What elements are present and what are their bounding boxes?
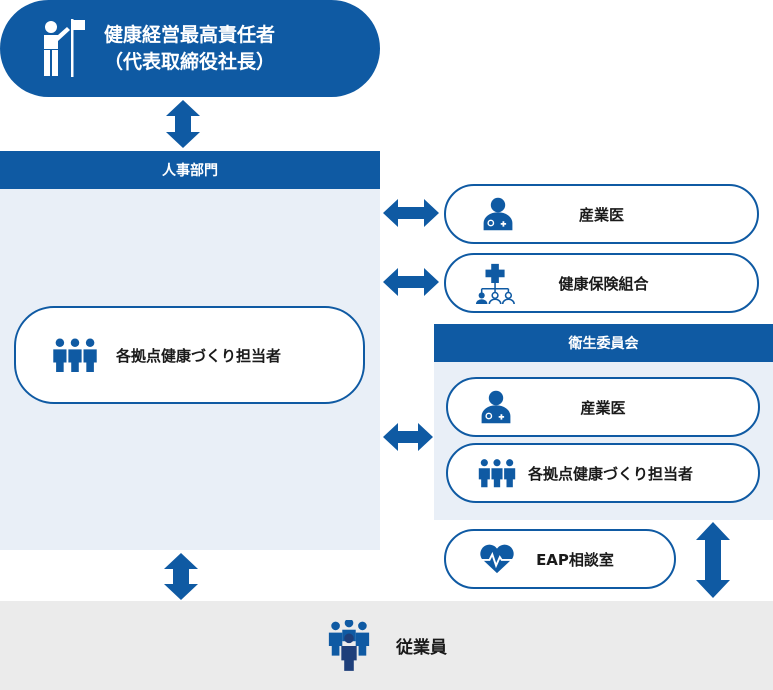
committee-staff-label: 各拠点健康づくり担当者: [528, 464, 694, 483]
hr-staff-pill: 各拠点健康づくり担当者: [14, 306, 365, 404]
insurance-label: 健康保険組合: [558, 274, 649, 293]
crowd-icon: [328, 619, 370, 671]
doctor-icon: [483, 197, 513, 231]
doctor-icon: [481, 390, 511, 424]
committee-header: 衛生委員会: [434, 324, 773, 362]
eap-pill: EAP相談室: [444, 529, 676, 589]
leader-flag-icon: [44, 18, 85, 77]
ceo-subtitle: （代表取締役社長）: [104, 50, 276, 73]
arrow-hr-employees: [164, 553, 198, 600]
heart-pulse-icon: [480, 544, 514, 574]
group-people-icon: [53, 338, 97, 372]
hr-header: 人事部門: [0, 151, 380, 189]
arrow-hr-committee: [383, 423, 433, 451]
eap-label: EAP相談室: [536, 550, 614, 569]
ceo-title: 健康経営最高責任者: [104, 23, 276, 46]
employees-label: 従業員: [396, 638, 447, 658]
hr-staff-label: 各拠点健康づくり担当者: [116, 346, 282, 365]
committee-doctor-pill: 産業医: [446, 377, 760, 437]
ceo-box: 健康経営最高責任者 （代表取締役社長）: [0, 0, 380, 97]
doctor-pill: 産業医: [444, 184, 759, 244]
arrow-hr-insurance: [383, 268, 439, 296]
medical-network-icon: [475, 263, 515, 304]
insurance-pill: 健康保険組合: [444, 253, 759, 313]
arrow-hr-doctor: [383, 199, 439, 227]
arrow-committee-employees: [696, 522, 730, 598]
group-people-icon: [478, 459, 516, 488]
doctor-label: 産業医: [578, 205, 624, 224]
committee-staff-pill: 各拠点健康づくり担当者: [446, 443, 760, 503]
committee-doctor-label: 産業医: [580, 398, 626, 417]
employees-box: 従業員: [0, 601, 773, 690]
arrow-ceo-hr: [166, 100, 200, 148]
